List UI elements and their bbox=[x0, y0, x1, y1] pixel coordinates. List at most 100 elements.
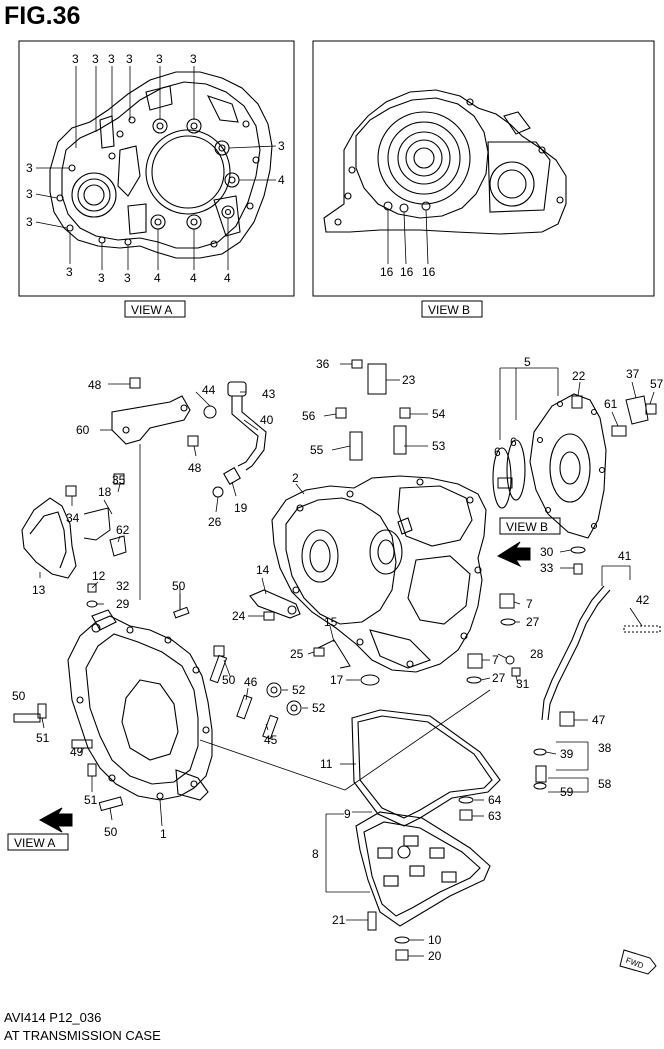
callout-62: 62 bbox=[116, 523, 130, 537]
callout-va-11: 3 bbox=[26, 215, 33, 229]
callout-8: 8 bbox=[312, 847, 319, 861]
callout-50-d: 50 bbox=[12, 689, 26, 703]
callout-7-a: 7 bbox=[526, 597, 533, 611]
callout-24: 24 bbox=[232, 609, 246, 623]
callout-49: 49 bbox=[70, 745, 84, 759]
view-a-leaders bbox=[35, 66, 277, 270]
callout-52-a: 52 bbox=[292, 683, 306, 697]
callout-1: 1 bbox=[160, 827, 167, 841]
callout-35: 35 bbox=[112, 473, 126, 487]
callout-36: 36 bbox=[316, 357, 330, 371]
callout-va-17: 4 bbox=[224, 271, 231, 285]
callout-va-7: 3 bbox=[278, 139, 285, 153]
callout-33: 33 bbox=[540, 561, 554, 575]
callout-44: 44 bbox=[202, 383, 216, 397]
view-b-leaders bbox=[387, 209, 429, 265]
callout-va-14: 3 bbox=[124, 271, 131, 285]
small-parts bbox=[13, 359, 657, 961]
callout-15: 15 bbox=[324, 615, 338, 629]
callout-vb-2: 16 bbox=[400, 265, 414, 279]
side-cover-part-5 bbox=[492, 393, 607, 539]
callout-26: 26 bbox=[208, 515, 222, 529]
callout-va-13: 3 bbox=[98, 271, 105, 285]
callout-va-5: 3 bbox=[156, 52, 163, 66]
callout-14: 14 bbox=[256, 563, 270, 577]
transmission-case-part-2 bbox=[271, 475, 487, 673]
callout-41: 41 bbox=[618, 549, 632, 563]
callout-10: 10 bbox=[428, 933, 442, 947]
callout-34: 34 bbox=[66, 511, 80, 525]
callout-52-b: 52 bbox=[312, 701, 326, 715]
callout-48-mid: 48 bbox=[188, 461, 202, 475]
oil-pan-part-8 bbox=[355, 811, 491, 927]
main-leaders bbox=[39, 363, 655, 957]
callout-va-9: 3 bbox=[26, 161, 33, 175]
callout-29: 29 bbox=[116, 597, 130, 611]
callout-17: 17 bbox=[330, 673, 344, 687]
callout-50-c: 50 bbox=[104, 825, 118, 839]
callout-30: 30 bbox=[540, 545, 554, 559]
callout-va-4: 3 bbox=[126, 52, 133, 66]
callout-27-a: 27 bbox=[526, 615, 540, 629]
view-b-panel-label: VIEW B bbox=[428, 303, 470, 317]
callout-13: 13 bbox=[32, 583, 46, 597]
filler-tube-part-40 bbox=[223, 381, 267, 485]
callout-55: 55 bbox=[310, 443, 324, 457]
figure-title: FIG.36 bbox=[4, 2, 81, 30]
callout-11: 11 bbox=[320, 757, 333, 771]
view-b-arrow-icon bbox=[496, 541, 531, 568]
callout-61: 61 bbox=[604, 397, 618, 411]
callout-va-16: 4 bbox=[190, 271, 197, 285]
fwd-arrow-icon bbox=[619, 949, 657, 975]
callout-57: 57 bbox=[650, 377, 664, 391]
callout-9: 9 bbox=[344, 807, 351, 821]
callout-43: 43 bbox=[262, 387, 276, 401]
callout-vb-1: 16 bbox=[380, 265, 394, 279]
callout-22: 22 bbox=[572, 369, 586, 383]
oil-pan-gasket-part-11 bbox=[351, 709, 501, 827]
callout-63: 63 bbox=[488, 809, 502, 823]
view-b-panel-label-box bbox=[421, 300, 483, 318]
callout-vb-3: 16 bbox=[422, 265, 436, 279]
view-a-panel-label: VIEW A bbox=[131, 303, 172, 317]
callout-32: 32 bbox=[116, 579, 130, 593]
callout-51-a: 51 bbox=[36, 731, 50, 745]
callout-50-a: 50 bbox=[172, 579, 186, 593]
callout-12: 12 bbox=[92, 569, 106, 583]
callout-va-8: 4 bbox=[278, 173, 285, 187]
callout-23: 23 bbox=[402, 373, 416, 387]
callout-20: 20 bbox=[428, 949, 442, 963]
callout-37: 37 bbox=[626, 367, 640, 381]
callout-31: 31 bbox=[516, 677, 530, 691]
callout-40: 40 bbox=[260, 413, 274, 427]
converter-housing-part-1 bbox=[67, 609, 213, 801]
callout-5: 5 bbox=[524, 355, 531, 369]
callout-va-1: 3 bbox=[72, 52, 79, 66]
callout-7-b: 7 bbox=[492, 653, 499, 667]
callout-45: 45 bbox=[264, 733, 278, 747]
callout-50-b: 50 bbox=[222, 673, 236, 687]
bracket-part-14 bbox=[249, 589, 301, 619]
callout-46: 46 bbox=[244, 675, 258, 689]
callout-64: 64 bbox=[488, 793, 502, 807]
callout-2: 2 bbox=[292, 471, 299, 485]
view-a-panel-label-box bbox=[124, 300, 186, 318]
heat-shield-part-13 bbox=[21, 497, 77, 579]
callout-6-right: 6 bbox=[510, 435, 517, 449]
callout-42: 42 bbox=[636, 593, 650, 607]
callout-va-15: 4 bbox=[154, 271, 161, 285]
callout-21: 21 bbox=[332, 913, 346, 927]
view-b-arrow-label-box bbox=[499, 517, 561, 535]
callout-47: 47 bbox=[592, 713, 606, 727]
callout-va-10: 3 bbox=[26, 187, 33, 201]
callout-6-left: 6 bbox=[494, 445, 501, 459]
view-a-panel-frame bbox=[18, 40, 295, 297]
callout-va-12: 3 bbox=[66, 265, 73, 279]
view-a-arrow-label: VIEW A bbox=[14, 836, 55, 850]
callout-va-6: 3 bbox=[190, 52, 197, 66]
view-a-housing-drawing bbox=[49, 71, 273, 259]
callout-25: 25 bbox=[290, 647, 304, 661]
figure-name: AT TRANSMISSION CASE bbox=[4, 1028, 161, 1043]
callout-59: 59 bbox=[560, 785, 574, 799]
